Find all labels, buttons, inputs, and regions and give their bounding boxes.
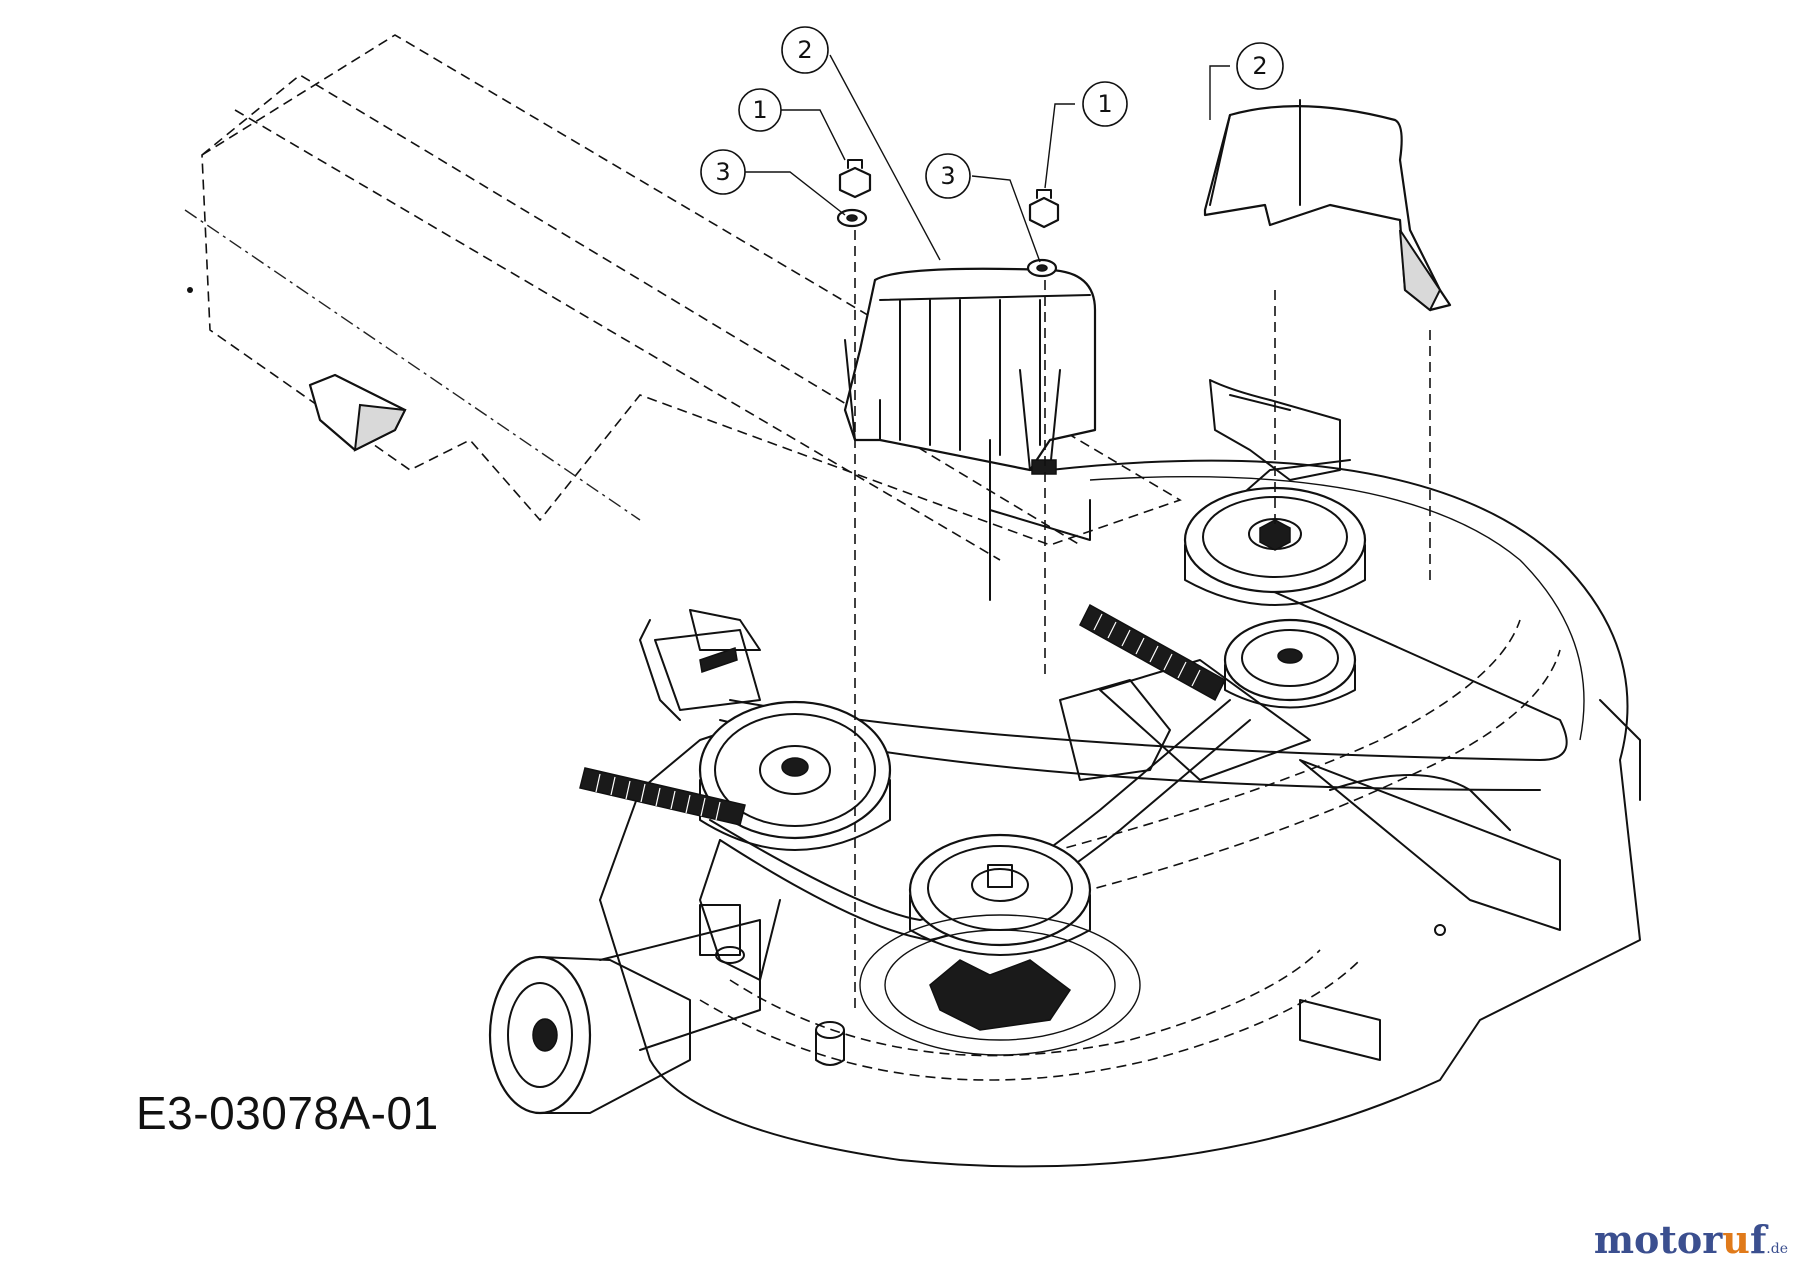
callout-3-left: 3	[700, 149, 746, 195]
callout-3-left-label: 3	[715, 158, 730, 186]
drive-belt	[709, 459, 1568, 941]
callout-1-right: 1	[1082, 81, 1128, 127]
callout-1-right-label: 1	[1097, 90, 1112, 118]
left-belt-cover	[843, 267, 1097, 601]
callout-2-left-label: 2	[797, 36, 812, 64]
motoruf-watermark: motoruf.de	[1593, 1217, 1788, 1262]
left-tension-spring	[579, 767, 746, 826]
washer-left	[836, 208, 868, 228]
deck-wheel	[488, 955, 691, 1115]
callout-2-left: 2	[781, 26, 829, 74]
right-spindle-pulley	[1183, 486, 1367, 606]
assembly-axes	[854, 230, 1431, 1010]
callout-2-right-label: 2	[1252, 52, 1267, 80]
center-spindle-pulley	[859, 833, 1141, 1056]
drawing-code: E3-03078A-01	[136, 1087, 439, 1139]
callout-1-left: 1	[738, 88, 782, 132]
mower-deck	[599, 459, 1641, 1168]
right-tension-spring	[1079, 603, 1226, 702]
front-linkage	[654, 609, 1171, 781]
callout-leaders	[745, 54, 1230, 263]
discharge-chute	[184, 34, 1182, 561]
callout-3-right-label: 3	[940, 162, 955, 190]
deck-bracket	[599, 904, 845, 1066]
callout-1-left-label: 1	[752, 96, 767, 124]
hex-nut-left	[838, 159, 872, 199]
callout-3-right: 3	[925, 153, 971, 199]
right-belt-cover	[1203, 99, 1452, 481]
right-idler-pulley	[1223, 618, 1357, 709]
hex-nut-right	[1028, 189, 1060, 229]
washer-right	[1026, 258, 1058, 278]
callout-2-right: 2	[1236, 42, 1284, 90]
